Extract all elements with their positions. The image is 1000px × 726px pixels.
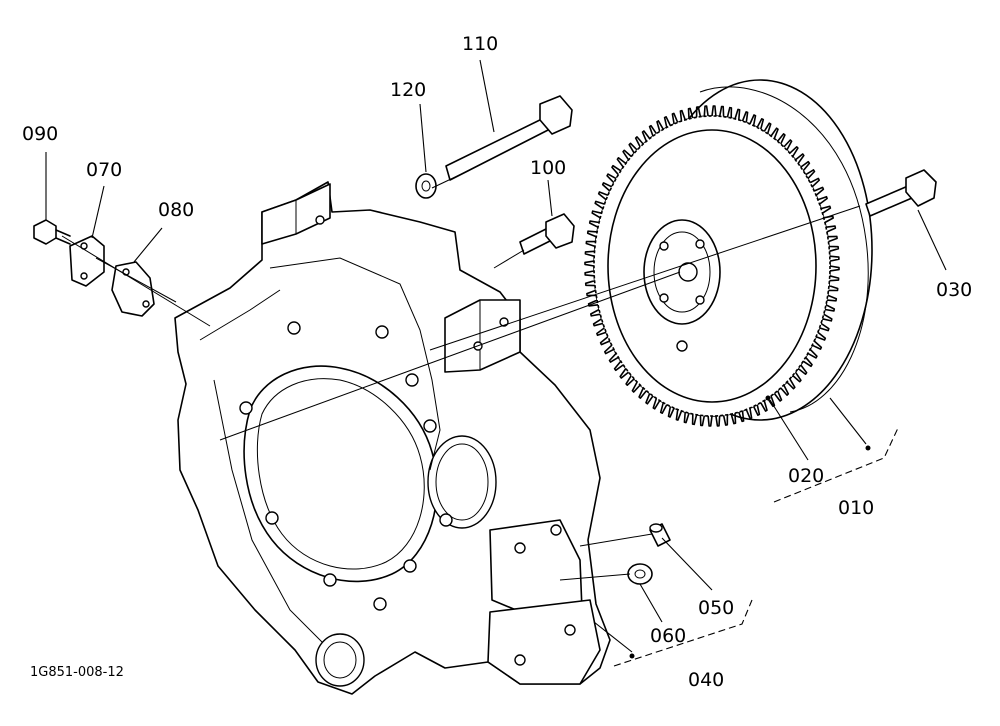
callout-080: 080 [158,199,194,221]
callout-010: 010 [838,497,874,519]
callout-060: 060 [650,625,686,647]
flywheel [584,79,873,427]
callout-070: 070 [86,159,122,181]
callout-050: 050 [698,597,734,619]
callout-100: 100 [530,157,566,179]
callout-030: 030 [936,279,972,301]
long-bolt-110 [445,95,573,181]
bolt-100 [519,213,575,255]
callout-labels: 090 070 080 120 110 100 030 020 010 050 … [22,33,972,691]
bushing-060 [627,563,653,585]
washer-120 [415,173,437,199]
assembly-lines [61,169,861,581]
bolt-090 [33,219,71,245]
bolt-030 [865,169,937,217]
callout-120: 120 [390,79,426,101]
gasket-080 [111,261,155,317]
callout-090: 090 [22,123,58,145]
callout-110: 110 [462,33,498,55]
flywheel-housing [174,181,611,695]
callout-040: 040 [688,669,724,691]
leader-lines [45,59,947,667]
drawing-code: 1G851-008-12 [30,665,124,680]
callout-020: 020 [788,465,824,487]
